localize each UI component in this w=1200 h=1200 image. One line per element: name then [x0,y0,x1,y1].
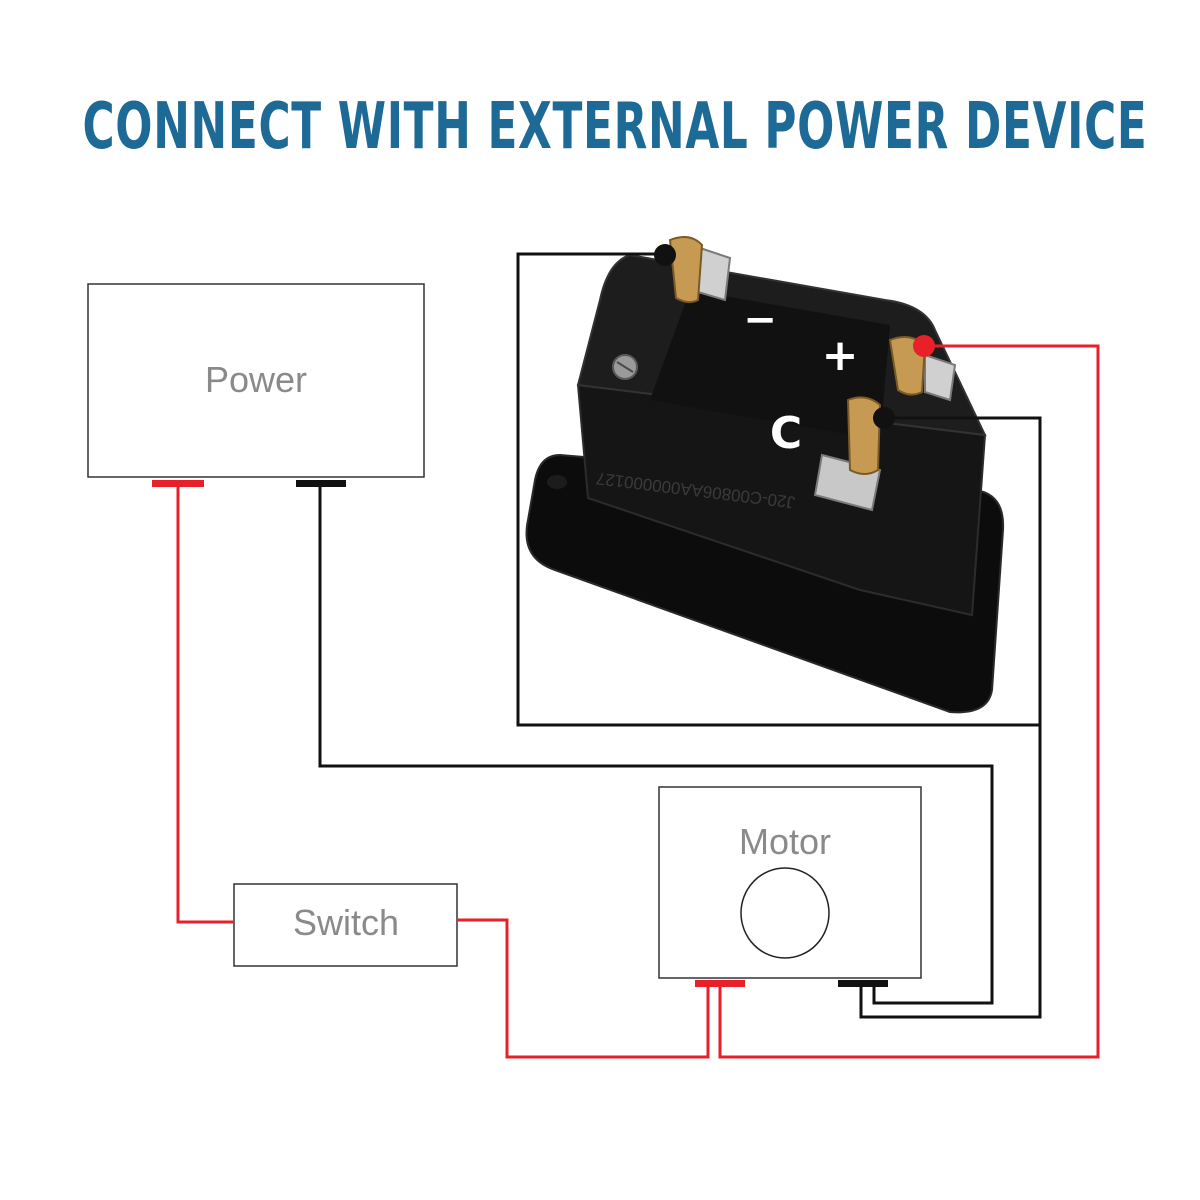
power-box-label: Power [205,359,307,400]
wire-power-negative-to-motor [318,487,994,1005]
minus-terminal-label: − [743,297,777,343]
c-terminal-dot [873,407,895,429]
page-title: CONNECT WITH EXTERNAL POWER DEVICE [83,90,1148,164]
power-box: Power [87,283,425,478]
device-top-panel [650,290,890,440]
motor-negative-pad [838,980,888,987]
wire-minus-terminal-loop [516,252,1040,727]
mount-hole-left [547,475,567,489]
wire-motor-to-plus-terminal [718,344,1100,1059]
plus-terminal-label: + [822,330,859,381]
minus-terminal [668,235,732,304]
motor-box-label: Motor [739,821,831,862]
plus-terminal-dot [913,335,935,357]
c-terminal-label: C [770,408,802,459]
motor-positive-pad [695,980,745,987]
power-negative-pad [296,480,346,487]
wire-switch-to-motor [457,918,710,1059]
power-positive-pad [152,480,204,487]
hour-meter-device: − + C J20-C00806AA000000127 [525,235,1005,714]
switch-box: Switch [233,883,458,967]
motor-box: Motor [658,786,922,979]
motor-rotor-icon [740,867,830,959]
wire-power-to-switch [176,487,234,924]
minus-terminal-dot [654,244,676,266]
switch-box-label: Switch [293,902,399,943]
device-body-front [576,383,987,617]
wire-motor-to-c-terminal [859,416,1042,1019]
c-terminal [813,396,882,512]
